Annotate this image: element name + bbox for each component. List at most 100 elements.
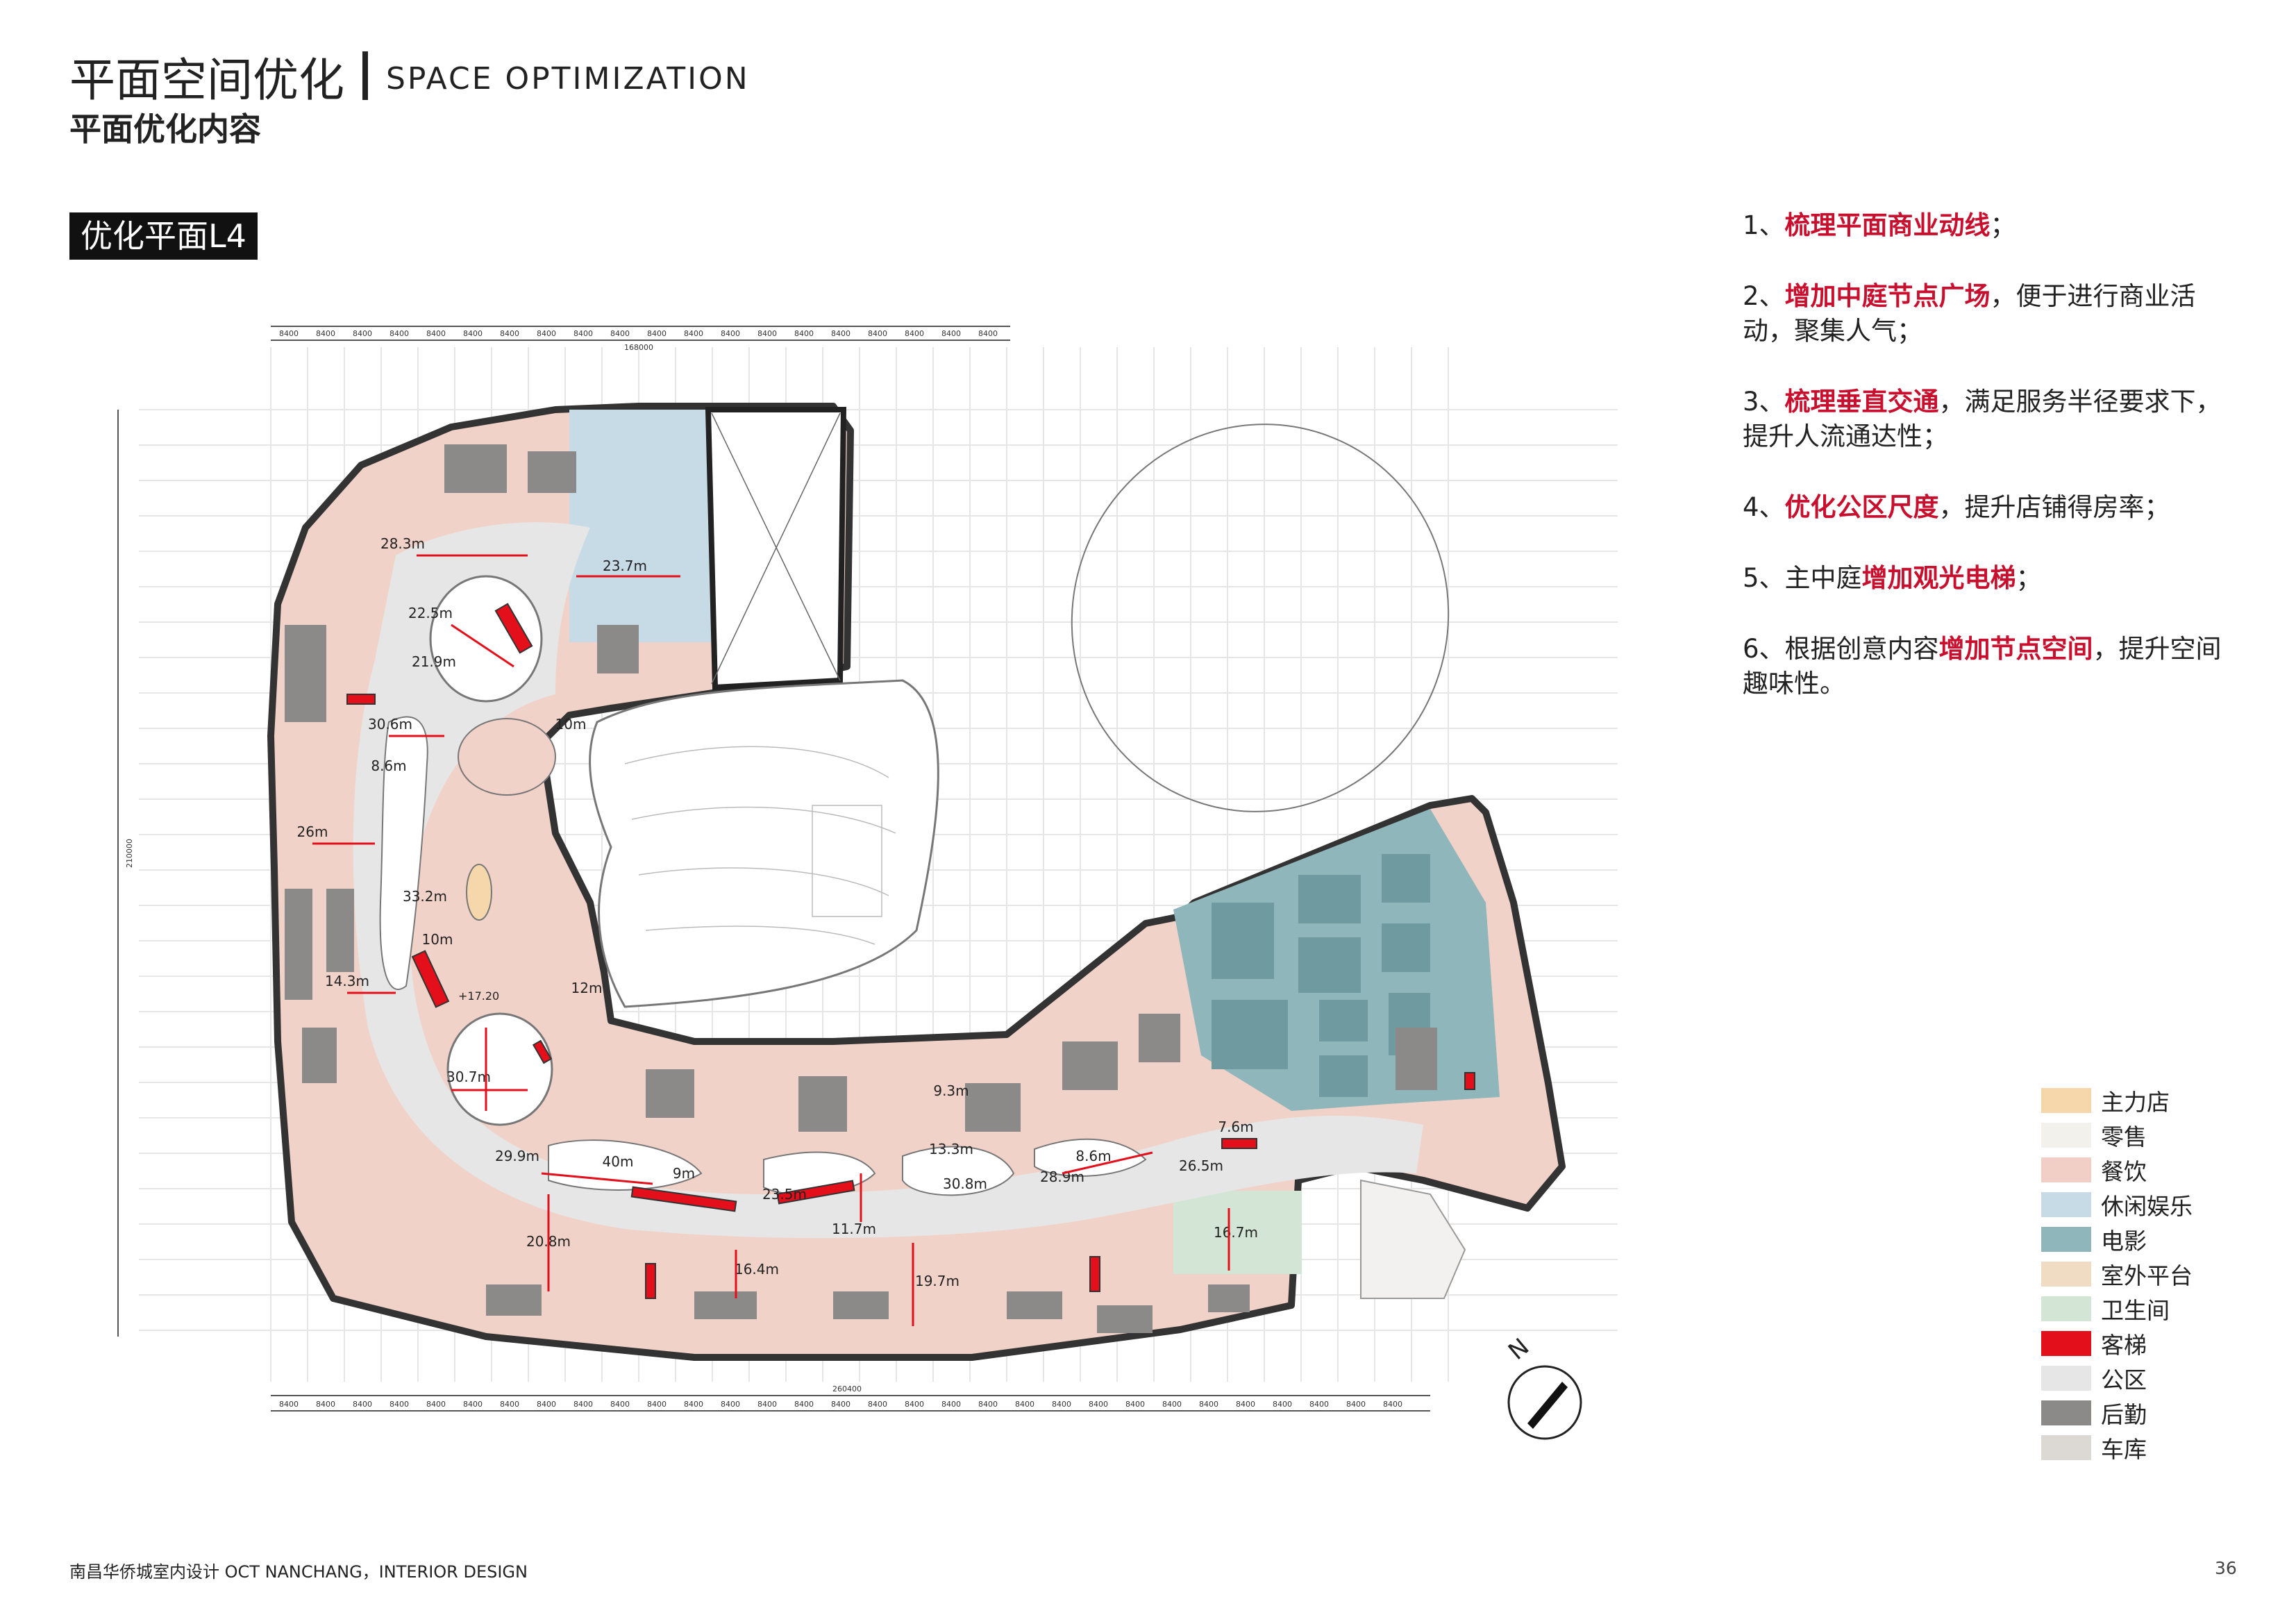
bay-dimension: 8400 [537,1400,556,1409]
elevator [1464,1072,1475,1090]
design-point: 4、优化公区尺度，提升店铺得房率； [1743,490,2229,525]
bay-dimension: 8400 [279,1400,299,1409]
legend-swatch [2041,1123,2091,1148]
legend-item: 客梯 [2041,1326,2193,1361]
bay-dimension: 8400 [757,329,777,338]
dimension-label: 26.5m [1179,1157,1223,1174]
bay-dimension: 8400 [316,329,335,338]
atrium-node-3 [446,1012,553,1126]
bay-dimension: 8400 [684,1400,703,1409]
left-total-dimension: 210000 [125,839,134,868]
legend: 主力店零售餐饮休闲娱乐电影室外平台卫生间客梯公区后勤车库 [2041,1083,2193,1465]
service-core [285,625,326,722]
design-point-pre: 根据创意内容 [1784,634,1939,664]
bay-dimension: 8400 [610,1400,630,1409]
legend-label: 客梯 [2101,1332,2147,1359]
dimension-label: 11.7m [832,1221,876,1237]
elevator [346,694,376,705]
design-point-num: 3、 [1743,387,1785,417]
legend-item: 餐饮 [2041,1153,2193,1187]
service-core [1208,1284,1250,1312]
bay-dimension: 8400 [353,1400,372,1409]
design-point-hl: 增加观光电梯 [1861,563,2016,593]
design-point-hl: 优化公区尺度 [1784,492,1939,522]
bay-dimension: 8400 [868,1400,887,1409]
legend-item: 休闲娱乐 [2041,1187,2193,1222]
service-core [444,444,507,493]
bay-dimension: 8400 [1273,1400,1292,1409]
legend-label: 零售 [2101,1123,2147,1150]
legend-label: 餐饮 [2101,1158,2147,1185]
legend-item: 电影 [2041,1222,2193,1257]
bay-dimension: 8400 [1236,1400,1255,1409]
dimension-label: 19.7m [915,1273,960,1289]
legend-swatch [2041,1262,2091,1287]
legend-swatch [2041,1331,2091,1356]
design-point-post: ，提升店铺得房率； [1938,492,2170,522]
design-point-num: 4、 [1743,492,1785,522]
dimension-label: 22.5m [408,605,453,621]
design-point-post: ，提升空间趣味性。 [1743,634,2222,698]
bottom-total-dimension: 260400 [832,1384,862,1393]
bay-dimension: 8400 [463,1400,483,1409]
dimension-label: 14.3m [325,973,369,989]
service-core [1396,1028,1437,1090]
bay-dimension: 8400 [353,329,372,338]
page-subtitle: 平面优化内容 [69,110,261,148]
service-core [486,1284,542,1316]
design-point-hl: 增加中庭节点广场 [1784,281,1991,311]
bottom-dimension-line: 8400 8400 8400 8400 8400 8400 8400 8400 8400 8400… [271,1384,1430,1412]
bay-dimension: 8400 [573,1400,593,1409]
dimension-label: 21.9m [412,653,456,670]
top-total-dimension: 168000 [624,343,653,352]
dimension-line [451,623,514,668]
bay-dimension: 8400 [757,1400,777,1409]
service-core [1139,1014,1180,1062]
design-point-post: ，满足服务半径要求下，提升人流通达性； [1743,387,2222,451]
bay-dimension: 8400 [573,329,593,338]
north-label: N [1503,1333,1534,1366]
plaza-ellipse [1071,424,1450,812]
legend-label: 卫生间 [2101,1297,2170,1324]
legend-swatch [2041,1088,2091,1113]
bay-dimension: 8400 [868,329,887,338]
dimension-label: 7.6m [1218,1119,1253,1135]
title-divider [362,51,368,100]
legend-label: 室外平台 [2101,1262,2193,1289]
cinema-hall [1298,875,1361,923]
bay-dimension: 8400 [721,1400,740,1409]
service-core [302,1028,337,1083]
bay-dimension: 8400 [831,329,850,338]
bay-dimension: 8400 [610,329,630,338]
design-point-num: 2、 [1743,281,1785,311]
legend-item: 车库 [2041,1430,2193,1465]
bay-dimension: 8400 [279,329,299,338]
legend-swatch [2041,1192,2091,1217]
bay-dimension: 8400 [1089,1400,1108,1409]
legend-item: 后勤 [2041,1396,2193,1430]
service-core [597,625,639,673]
title-english: SPACE OPTIMIZATION [386,61,750,97]
dimension-label: 26m [297,823,328,840]
service-core [798,1076,847,1132]
elevator [776,1180,855,1205]
design-point-num: 6、 [1743,634,1785,664]
dimension-label: 10m [422,931,453,948]
dimension-label: 8.6m [1075,1148,1111,1164]
service-core [1062,1041,1118,1090]
dimension-label: 12m [571,980,603,996]
bay-dimension: 8400 [1162,1400,1182,1409]
legend-label: 电影 [2101,1228,2147,1255]
bay-dimension: 8400 [1125,1400,1145,1409]
design-point-hl: 梳理平面商业动线 [1784,210,1991,240]
dimension-label: 16.4m [735,1261,779,1278]
legend-item: 室外平台 [2041,1257,2193,1291]
design-point-post: ，便于进行商业活动，聚集人气； [1743,281,2196,346]
service-core [285,889,312,1000]
north-arrow: N [1503,1333,1582,1440]
dimension-label: 29.9m [495,1148,539,1164]
bay-dimension: 8400 [1383,1400,1402,1409]
cinema-hall [1212,1000,1288,1069]
bay-dimension: 8400 [941,329,961,338]
dimension-label: 16.7m [1214,1224,1258,1241]
